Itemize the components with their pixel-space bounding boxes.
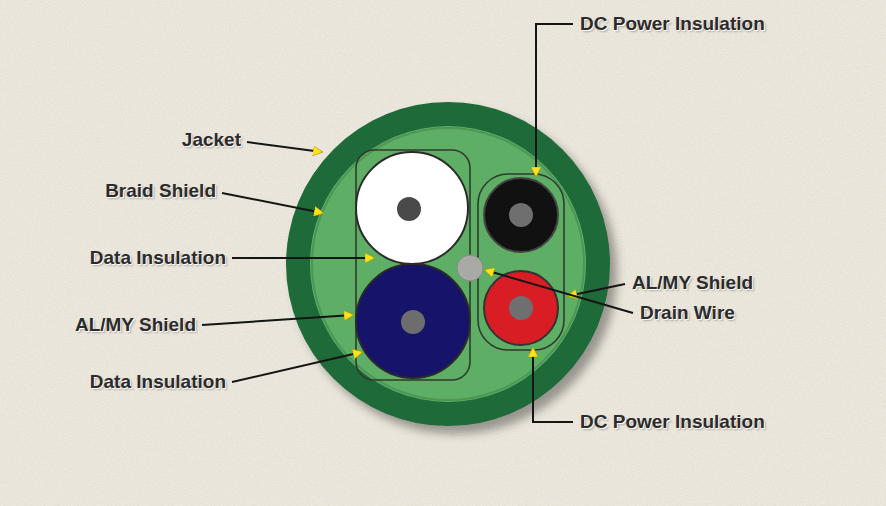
- leader-line: [232, 257, 374, 259]
- leader-line: [202, 315, 353, 325]
- data-insulation-blue: [356, 264, 470, 378]
- power-conductor: [509, 296, 533, 320]
- part-label: Jacket: [182, 128, 241, 152]
- leader-line: [247, 142, 322, 152]
- leader-line: [232, 352, 362, 382]
- leader-line: [536, 24, 573, 176]
- leader-line: [222, 193, 323, 213]
- jacket: [286, 102, 610, 426]
- power-insulation-red: [484, 271, 558, 345]
- part-label: DC Power Insulation: [580, 12, 765, 36]
- power-conductor: [509, 203, 533, 227]
- part-label: AL/MY Shield: [632, 271, 753, 295]
- part-label: Drain Wire: [640, 301, 735, 325]
- data-conductor: [397, 197, 421, 221]
- power-insulation-black: [484, 178, 558, 252]
- part-label: Data Insulation: [90, 246, 226, 270]
- part-label: DC Power Insulation: [580, 410, 765, 434]
- leader-line: [568, 284, 625, 296]
- almy-shield-data: [356, 150, 470, 380]
- data-conductor: [401, 310, 425, 334]
- braid-shield: [310, 126, 586, 402]
- part-label: Data Insulation: [90, 370, 226, 394]
- part-label: Braid Shield: [105, 179, 216, 203]
- drain-wire: [457, 255, 483, 281]
- leader-line: [485, 270, 633, 313]
- part-label: AL/MY Shield: [75, 313, 196, 337]
- leader-lines: [202, 24, 633, 422]
- almy-shield-power: [478, 174, 564, 350]
- leader-line: [533, 348, 573, 422]
- braid-shield-edge: [312, 128, 584, 400]
- data-insulation-white: [356, 152, 468, 264]
